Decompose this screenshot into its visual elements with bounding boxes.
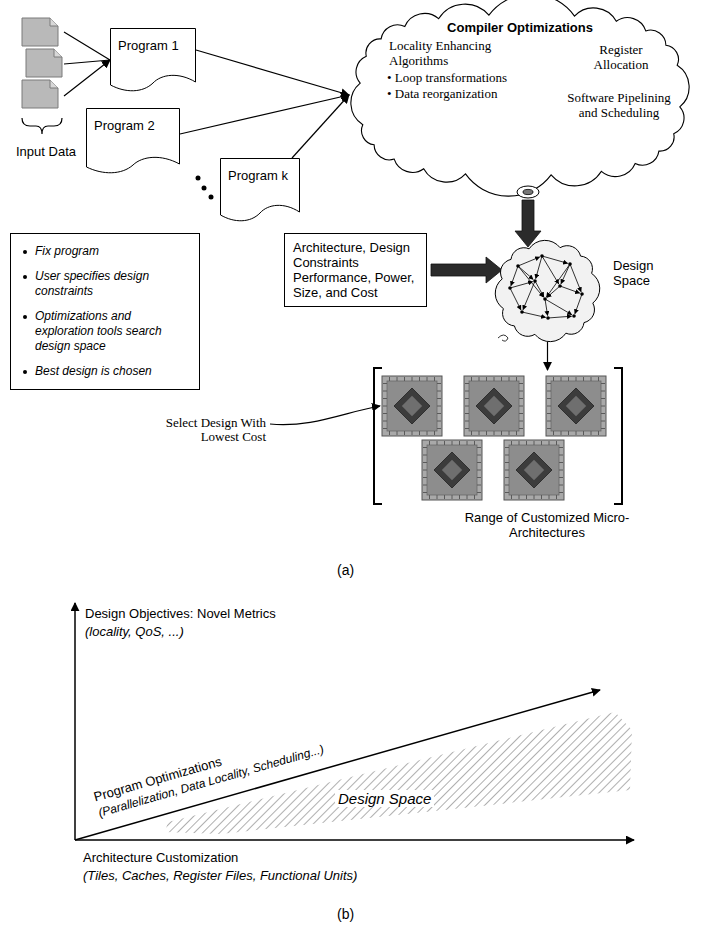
cloud-heading: Compiler Optimizations: [445, 20, 595, 35]
optimization-item: Locality Enhancing Algorithms: [389, 38, 507, 68]
figure-label: (b): [337, 906, 354, 922]
leader-arrow: [270, 406, 380, 425]
constraint-box: Architecture, Design Constraints Perform…: [284, 233, 427, 307]
bullet-text: User specifies design constraints: [35, 269, 191, 299]
figure-label: Architecture Customization: [83, 850, 238, 865]
bullet-item: Fix program: [21, 244, 191, 259]
design-space-label: Design Space: [613, 258, 671, 288]
arrow-connector: [292, 95, 349, 158]
thick-arrow: [431, 257, 502, 283]
figure-label: (Tiles, Caches, Register Files, Function…: [83, 868, 357, 883]
document-shape: [220, 158, 300, 222]
program-document: Program 2: [86, 108, 180, 174]
optimization-item: Software Pipelining and Scheduling: [567, 90, 671, 120]
input-data-stack: Input Data: [20, 18, 64, 110]
arrow-connector: [180, 95, 349, 134]
bullet-dot: [23, 315, 27, 319]
program-document: Program k: [220, 158, 300, 222]
program-name: Program 2: [94, 118, 155, 133]
region-label: Design Space: [335, 790, 434, 807]
constraint-text: Architecture, Design Constraints Perform…: [293, 240, 418, 300]
optimization-item: Register Allocation: [583, 42, 659, 72]
thick-arrow: [515, 200, 541, 247]
program-document: Program 1: [110, 28, 196, 92]
bullet-text: Optimizations and exploration tools sear…: [35, 309, 191, 354]
bullet-item: Optimizations and exploration tools sear…: [21, 309, 191, 354]
figure-label: Design Objectives: Novel Metrics: [85, 606, 276, 621]
range-label: Range of Customized Micro-Architectures: [462, 510, 632, 540]
optimization-item: • Loop transformations: [387, 70, 507, 85]
optimization-item: • Data reorganization: [387, 86, 497, 101]
chip-images: [372, 368, 624, 504]
architecture-range: Range of Customized Micro-Architectures: [372, 368, 624, 504]
optimization-cloud: Compiler OptimizationsLocality Enhancing…: [345, 0, 695, 200]
bullet-text: Best design is chosen: [35, 364, 191, 379]
figure-label: (a): [337, 562, 354, 578]
bullet-item: Best design is chosen: [21, 364, 191, 379]
bullet-dot: [23, 250, 27, 254]
program-name: Program 1: [118, 38, 179, 53]
vertical-axis: [74, 603, 76, 840]
note-box: Fix programUser specifies design constra…: [10, 233, 200, 390]
arrow-connector: [196, 50, 349, 95]
bullet-item: User specifies design constraints: [21, 269, 191, 299]
ellipsis-dots: [196, 176, 214, 200]
input-label: Input Data: [16, 144, 76, 159]
document-icons: [20, 18, 64, 110]
arrow-connector: [64, 32, 110, 96]
design-space-cloud: Design Space: [490, 236, 605, 346]
horizontal-axis: [75, 839, 634, 841]
bullet-dot: [23, 370, 27, 374]
arrow-connector: [547, 342, 548, 370]
design-network: [490, 236, 605, 346]
document-shape: [86, 108, 180, 174]
bullet-text: Fix program: [35, 244, 191, 259]
figure-label: Select Design With Lowest Cost: [144, 416, 266, 444]
bullet-dot: [23, 275, 27, 279]
program-name: Program k: [228, 168, 288, 183]
document-shape: [110, 28, 196, 92]
figure-label: (locality, QoS, ...): [85, 624, 184, 639]
